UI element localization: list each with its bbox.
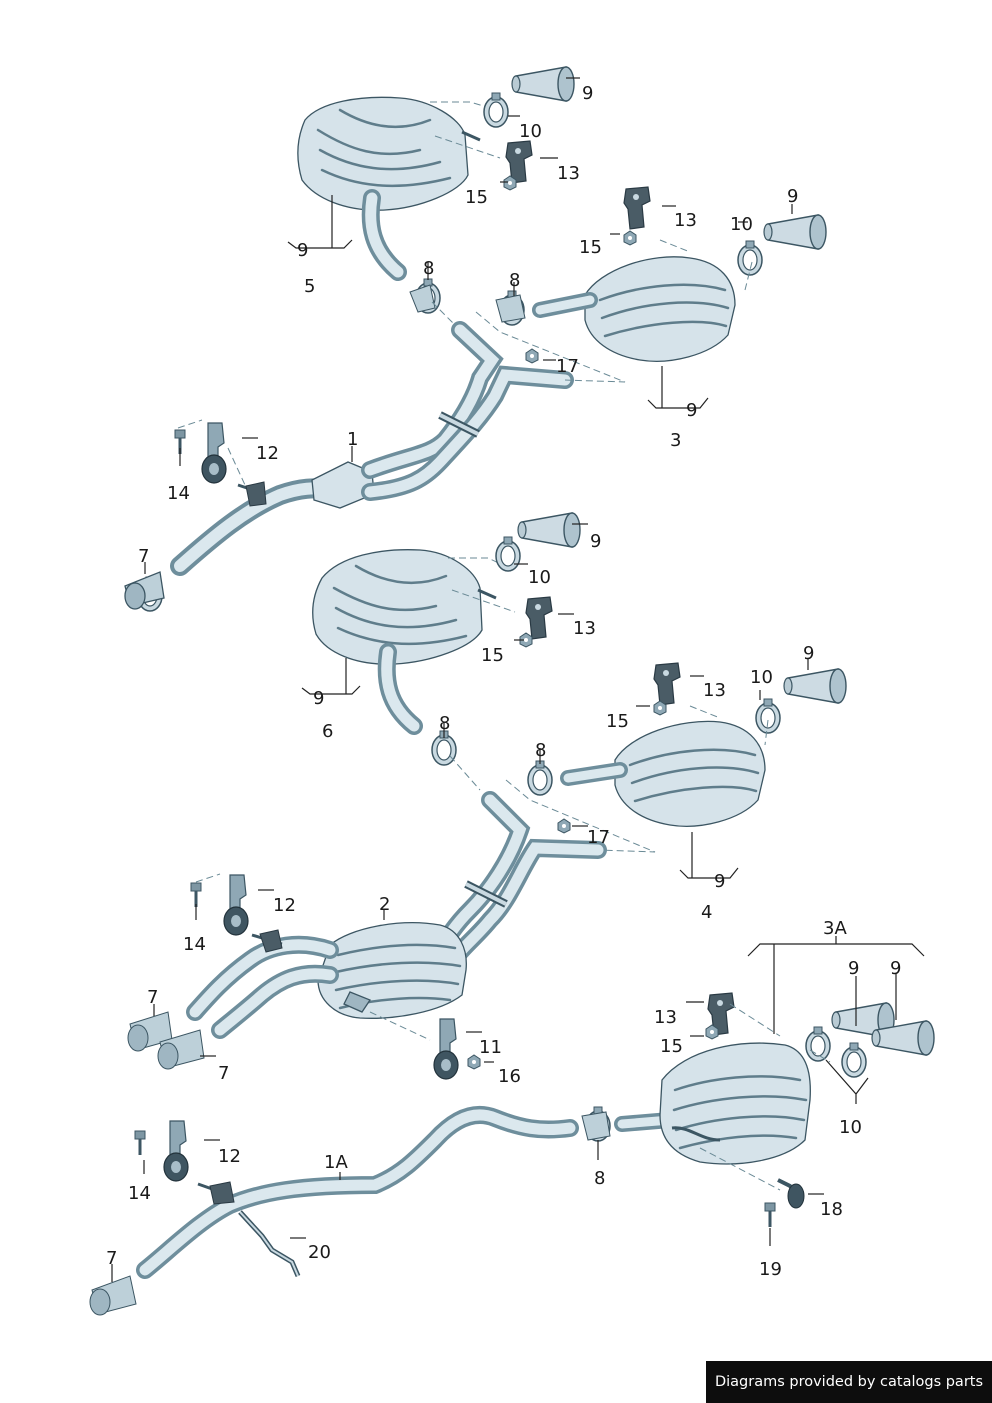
hanger-icon (223, 874, 249, 936)
assembly-1 (124, 321, 574, 612)
callout-7: 7 (106, 1248, 117, 1269)
nut-icon (557, 818, 571, 834)
callout-5: 5 (304, 276, 315, 297)
hanger-icon (163, 1120, 189, 1182)
callout-18: 18 (820, 1199, 843, 1220)
callout-10: 10 (528, 567, 551, 588)
callout-13: 13 (557, 163, 580, 184)
callout-8: 8 (535, 740, 546, 761)
callout-10: 10 (750, 667, 773, 688)
bolt-icon (133, 1129, 147, 1157)
assembly-1A-3A (89, 992, 935, 1316)
hanger-icon (201, 422, 227, 484)
callout-8: 8 (509, 270, 520, 291)
callout-2: 2 (379, 894, 390, 915)
credit-text: Diagrams provided by catalogs parts (714, 1374, 984, 1390)
callout-8: 8 (423, 258, 434, 279)
callout-15: 15 (606, 711, 629, 732)
clamp-icon (737, 240, 763, 276)
callout-10: 10 (519, 121, 542, 142)
callout-8: 8 (439, 713, 450, 734)
credit-banner: Diagrams provided by catalogs parts (706, 1361, 992, 1403)
callout-7: 7 (147, 987, 158, 1008)
callout-3: 3 (670, 430, 681, 451)
callout-9: 9 (297, 240, 308, 261)
clamp-icon (483, 92, 509, 128)
callout-labels: 9 10 13 15 9 5 8 8 13 10 9 15 17 9 3 1 1… (106, 83, 901, 1280)
callout-19: 19 (759, 1259, 782, 1280)
callout-14: 14 (167, 483, 190, 504)
callout-3A: 3A (823, 918, 847, 939)
callout-6: 6 (322, 721, 333, 742)
callout-11: 11 (479, 1037, 502, 1058)
exhaust-tip-icon (517, 512, 581, 548)
callout-13: 13 (703, 680, 726, 701)
callout-9: 9 (803, 643, 814, 664)
clamp-icon (495, 536, 521, 572)
nut-icon (623, 230, 637, 246)
callout-12: 12 (218, 1146, 241, 1167)
bracket-icon (623, 186, 651, 230)
callout-15: 15 (579, 237, 602, 258)
rear-muffler-3 (475, 186, 827, 383)
clamp-icon (841, 1042, 867, 1078)
callout-7: 7 (138, 546, 149, 567)
callout-9: 9 (686, 400, 697, 421)
exhaust-tip-icon (783, 668, 847, 704)
nut-icon (525, 348, 539, 364)
callout-10: 10 (730, 214, 753, 235)
rear-muffler-5 (297, 66, 575, 326)
callout-9: 9 (848, 958, 859, 979)
callout-17: 17 (587, 827, 610, 848)
callout-9: 9 (590, 531, 601, 552)
callout-10: 10 (839, 1117, 862, 1138)
callout-13: 13 (573, 618, 596, 639)
callout-14: 14 (183, 934, 206, 955)
callout-20: 20 (308, 1242, 331, 1263)
callout-4: 4 (701, 902, 712, 923)
callout-13: 13 (674, 210, 697, 231)
bolt-icon (763, 1201, 777, 1229)
hanger-icon (433, 1018, 459, 1080)
assembly-2 (127, 512, 847, 1080)
callout-17: 17 (556, 356, 579, 377)
callout-12: 12 (273, 895, 296, 916)
callout-1A: 1A (324, 1152, 348, 1173)
exhaust-tip-icon (763, 214, 827, 250)
callout-9: 9 (890, 958, 901, 979)
callout-1: 1 (347, 429, 358, 450)
bracket-icon (653, 662, 681, 706)
callout-15: 15 (481, 645, 504, 666)
clamp-icon (805, 1026, 831, 1062)
callout-9: 9 (313, 688, 324, 709)
bracket-icon (525, 596, 553, 640)
callout-14: 14 (128, 1183, 151, 1204)
callout-15: 15 (660, 1036, 683, 1057)
callout-8: 8 (594, 1168, 605, 1189)
callout-15: 15 (465, 187, 488, 208)
exhaust-tip-icon (511, 66, 575, 102)
callout-13: 13 (654, 1007, 677, 1028)
callout-12: 12 (256, 443, 279, 464)
bolt-icon (189, 881, 203, 909)
clamp-icon (755, 698, 781, 734)
callout-7: 7 (218, 1063, 229, 1084)
callout-9: 9 (582, 83, 593, 104)
callout-9: 9 (787, 186, 798, 207)
clamp-icon (527, 760, 553, 796)
callout-9: 9 (714, 871, 725, 892)
leader-lines (111, 77, 925, 1282)
callout-16: 16 (498, 1066, 521, 1087)
